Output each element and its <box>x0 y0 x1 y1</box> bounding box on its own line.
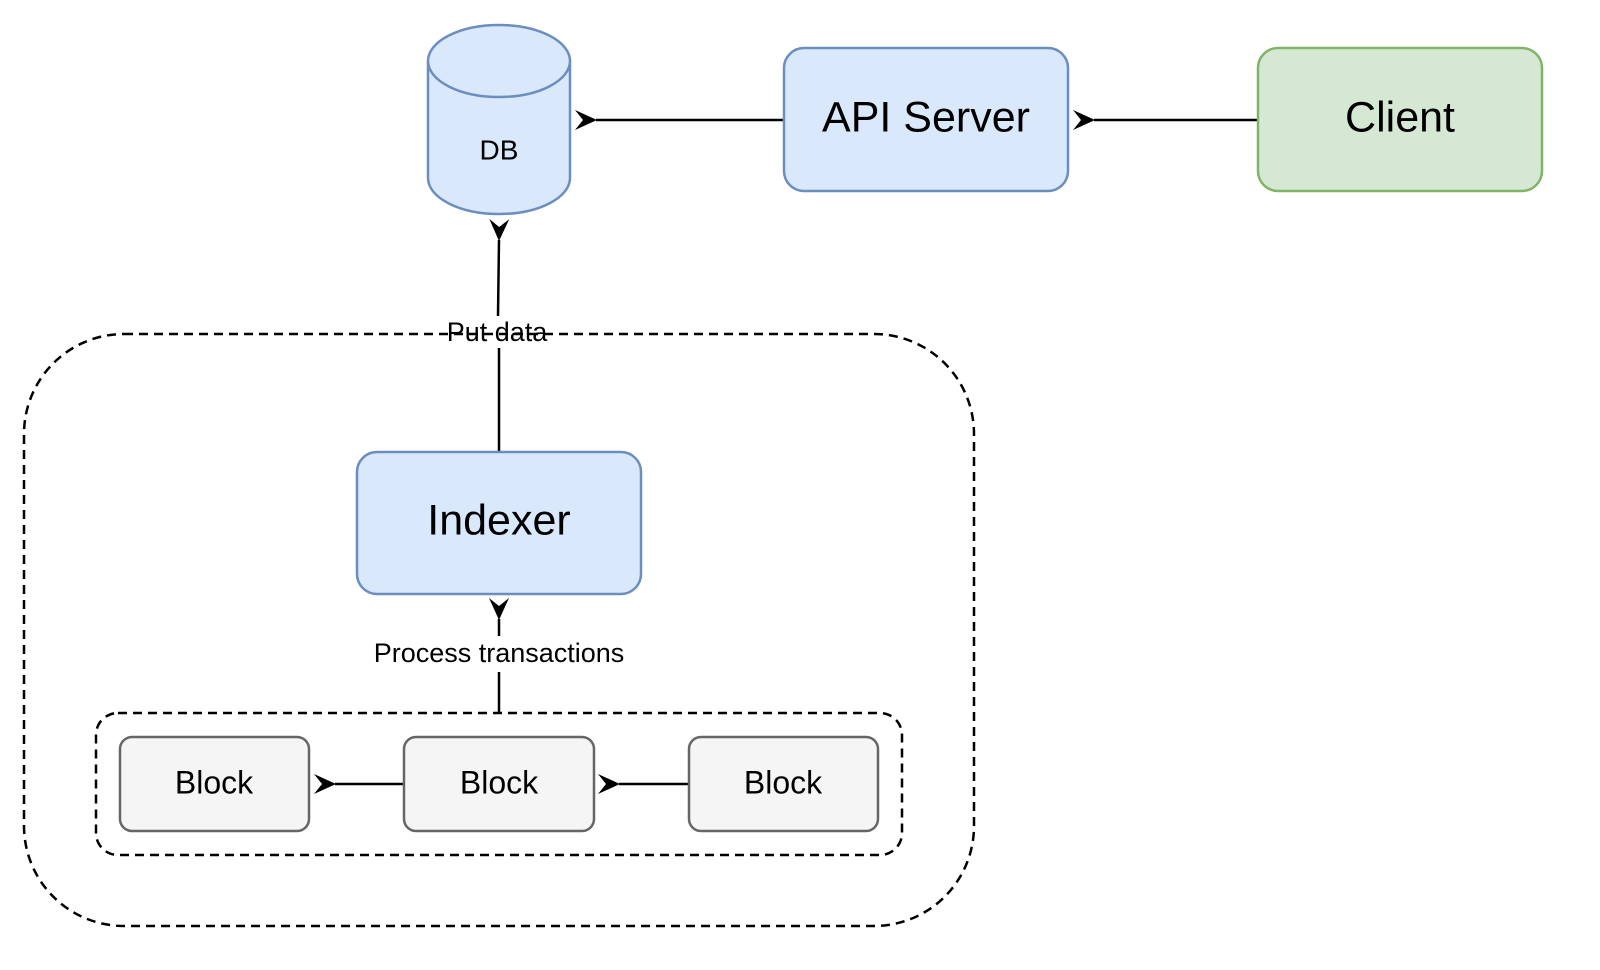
block-box <box>118 735 311 833</box>
client-box <box>1256 46 1544 193</box>
db-cylinder-body <box>426 61 572 216</box>
edge-indexer-to-db-upper <box>489 218 510 317</box>
api-server-label: API Server <box>822 93 1030 141</box>
db-label: DB <box>480 134 519 165</box>
block-label: Block <box>744 764 823 800</box>
client-node[interactable]: Client <box>1256 46 1544 193</box>
db-cylinder-top <box>426 23 572 99</box>
block-node-3[interactable]: Block <box>687 735 880 833</box>
block-node-1[interactable]: Block <box>118 735 311 833</box>
client-label: Client <box>1345 93 1455 141</box>
indexer-label: Indexer <box>427 496 570 544</box>
block-label: Block <box>460 764 539 800</box>
put-data-label: Put data <box>447 317 549 347</box>
api-server-node[interactable]: API Server <box>782 46 1070 193</box>
block-node-2[interactable]: Block <box>402 735 596 833</box>
block-box <box>402 735 596 833</box>
block-box <box>687 735 880 833</box>
process-transactions-label: Process transactions <box>374 638 625 668</box>
block-label: Block <box>175 764 254 800</box>
indexer-node[interactable]: Indexer <box>355 450 643 596</box>
indexer-system-boundary <box>22 332 976 928</box>
db-node[interactable]: DB <box>426 23 572 216</box>
api-server-box <box>782 46 1070 193</box>
indexer-box <box>355 450 643 596</box>
